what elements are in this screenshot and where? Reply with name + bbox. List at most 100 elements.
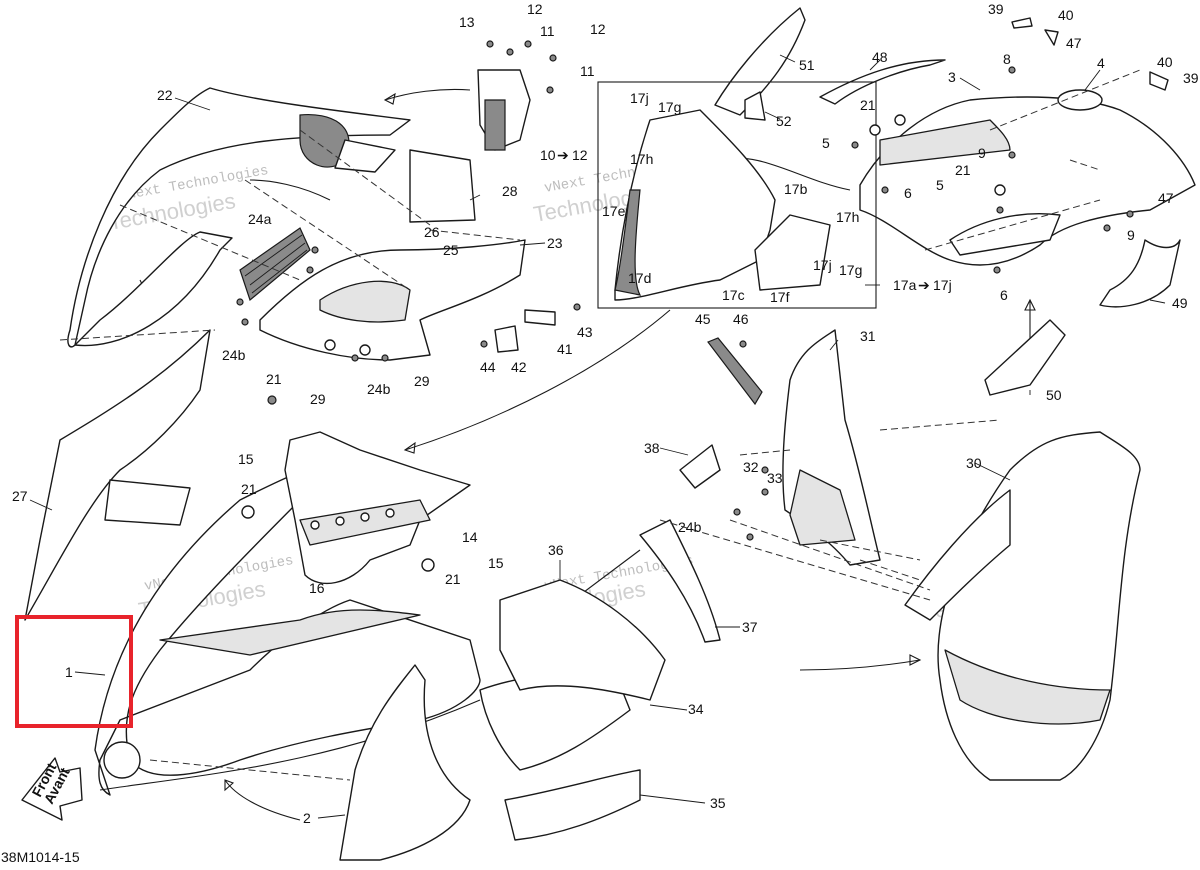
callout-40b: 40 [1157,54,1173,70]
callout-47a: 47 [1066,35,1082,51]
callout-17a: 17a [893,277,917,293]
callout-41: 41 [557,341,573,357]
callout-21b: 21 [241,481,257,497]
callout-17a-17j: 17j [933,277,952,293]
part-39-fastener-right [1149,71,1169,91]
callout-17g-b: 17g [839,262,862,278]
part-24a-grille [239,227,311,302]
callout-49: 49 [1172,295,1188,311]
part-22-side-panel [67,87,411,348]
callout-2: 2 [303,810,311,826]
front-direction-arrow: Front Avant [21,757,83,821]
callout-40a: 40 [1058,7,1074,23]
callout-27: 27 [12,488,28,504]
callout-13: 13 [459,14,475,30]
callout-45: 45 [695,311,711,327]
callout-17j-b: 17j [813,257,832,273]
callout-24a: 24a [248,211,272,227]
inset-frame [597,81,877,309]
callout-17b: 17b [784,181,808,197]
callout-21a: 21 [266,371,282,387]
callout-44: 44 [480,359,496,375]
callout-33: 33 [767,470,783,486]
callout-32: 32 [743,459,759,475]
callout-4: 4 [1097,55,1105,71]
callout-22: 22 [157,87,173,103]
leader-lines [29,54,1166,819]
callout-26: 26 [424,224,440,240]
part-48-trim [819,59,946,105]
callout-48: 48 [872,49,888,65]
callout-17e: 17e [602,203,626,219]
part-23-bracket [259,239,526,361]
callout-21e: 21 [955,162,971,178]
callout-8: 8 [1003,51,1011,67]
part-27-panel [24,329,211,621]
part-42-clip [494,325,519,353]
callout-6a: 6 [904,185,912,201]
callout-12a: 12 [527,1,543,17]
callout-15a: 15 [238,451,254,467]
part-36-panel [499,579,666,701]
callout-labels: 1 2 3 4 5 5 6 6 8 9 9 10 ➔ 12 11 11 12 1… [12,1,1199,826]
callout-17a-arrow: ➔ [918,277,930,293]
part-27-inner [104,479,191,526]
part-51-panel [714,7,806,116]
callout-16: 16 [309,580,325,596]
part-2-lower-panel [339,664,471,861]
callout-24b-b: 24b [367,381,391,397]
callout-15b: 15 [488,555,504,571]
callout-36: 36 [548,542,564,558]
highlight-box [15,615,133,728]
callout-17c: 17c [722,287,745,303]
callout-47b: 47 [1158,190,1174,206]
callout-10-arrow: ➔ [557,147,569,163]
callout-30: 30 [966,455,982,471]
part-39-fastener [1011,17,1033,29]
part-49-strip [1099,239,1181,308]
part-30-side-fairing [904,431,1141,781]
callout-37: 37 [742,619,758,635]
callout-39a: 39 [988,1,1004,17]
callout-17d: 17d [628,270,651,286]
callout-38: 38 [644,440,660,456]
callout-28: 28 [502,183,518,199]
callout-34: 34 [688,701,704,717]
callout-6b: 6 [1000,287,1008,303]
part-40-fastener [1044,29,1059,46]
part-41-clip [524,309,556,326]
callout-17h-a: 17h [630,151,653,167]
callout-10-12: 12 [572,147,588,163]
callout-9a: 9 [978,145,986,161]
callout-29a: 29 [310,391,326,407]
callout-50: 50 [1046,387,1062,403]
callout-17h-b: 17h [836,209,859,225]
callout-29b: 29 [414,373,430,389]
callout-17f: 17f [770,289,790,305]
callout-5b: 5 [936,177,944,193]
callout-43: 43 [577,324,593,340]
callout-35: 35 [710,795,726,811]
callout-1: 1 [65,664,73,680]
callout-25: 25 [443,242,459,258]
callout-3: 3 [948,69,956,85]
callout-31: 31 [860,328,876,344]
windshield-inset [597,81,877,309]
callout-11b: 11 [580,63,595,79]
callout-11a: 11 [540,23,555,39]
callout-51: 51 [799,57,815,73]
callout-21c: 21 [445,571,461,587]
callout-5a: 5 [822,135,830,151]
part-28-panel [409,149,476,223]
part-38-block [679,444,721,489]
part-50-pad [984,319,1066,396]
part-52-panel [744,91,766,121]
callout-39b: 39 [1183,70,1199,86]
part-37-panel [639,519,721,643]
callout-24b-c: 24b [678,519,702,535]
callout-24b-a: 24b [222,347,246,363]
fasteners [236,40,1134,572]
callout-23: 23 [547,235,563,251]
callout-10: 10 [540,147,556,163]
guide-lines [59,69,1141,781]
